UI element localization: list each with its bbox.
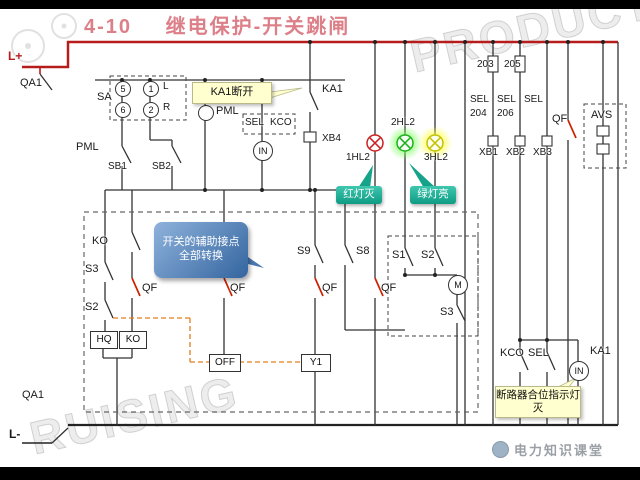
callout-aux-contacts: 开关的辅助接点全部转换: [154, 222, 248, 278]
sa-pos-r: R: [163, 102, 171, 113]
lamp-3HL2-yellow-icon: [418, 126, 452, 160]
positive-rail: [22, 40, 618, 69]
orange-dashed-link: [113, 317, 301, 363]
sa-contact-6: 6: [115, 102, 131, 118]
lamp-3hl2: 3HL2: [424, 152, 448, 163]
avs-dashed-box: [583, 103, 627, 169]
sel-kco-dashed-box: [242, 113, 296, 135]
watermark-product: PRODUCT: [405, 0, 640, 83]
sel-right-3: SEL: [524, 94, 543, 105]
qf-lamp-col: QF: [381, 282, 397, 294]
lamp-2HL2-green-icon: [388, 126, 422, 160]
s8: S8: [356, 245, 370, 257]
red-lamp-callout-pointer: [358, 165, 373, 188]
kco-top: KCO: [270, 117, 292, 128]
brand-logo-icon: [492, 441, 509, 458]
lamp-1HL2-red-icon: [366, 134, 384, 152]
xb2: XB2: [506, 147, 525, 158]
title-code: 4-10: [84, 16, 133, 38]
xb1: XB1: [479, 147, 498, 158]
brand-footer: 电力知识课堂: [492, 440, 604, 459]
s3-left: S3: [85, 263, 99, 275]
off-box: OFF: [209, 354, 241, 372]
sa-contact-2: 2: [143, 102, 159, 118]
sa-dashed-box: [109, 75, 187, 121]
qf-left: QF: [142, 282, 158, 294]
s2-inner: S2: [421, 249, 435, 261]
s3-inner: S3: [440, 306, 454, 318]
sel-right-1: SEL: [470, 94, 489, 105]
ka1-contact-label: KA1: [322, 83, 343, 95]
sel-bottom: SEL: [528, 347, 549, 359]
s1-inner: S1: [392, 249, 406, 261]
callout-red-lamp-off: 红灯灭: [336, 186, 382, 204]
qf-mid: QF: [230, 282, 246, 294]
wire-203: 203: [477, 59, 494, 70]
wire-205: 205: [504, 59, 521, 70]
sa-contact-1: 1: [143, 81, 159, 97]
y1-box: Y1: [301, 354, 331, 372]
kco-bottom: KCO: [500, 347, 524, 359]
lamp-1hl2: 1HL2: [346, 152, 370, 163]
s9: S9: [297, 245, 311, 257]
sb2: SB2: [152, 161, 171, 172]
sa: SA: [97, 91, 112, 103]
callout-breaker-indicator: 断路器合位指示灯灭: [495, 386, 581, 418]
ka1-bottom: KA1: [590, 345, 611, 357]
sa-contact-5: 5: [115, 81, 131, 97]
callout-ka1-open: KA1断开: [192, 82, 272, 104]
ko-contact: KO: [92, 235, 108, 247]
pml-top: PML: [216, 105, 239, 117]
fuse-and-connector-squares: [303, 55, 610, 155]
green-lamp-callout-pointer: [409, 163, 436, 188]
sel-top: SEL: [245, 117, 264, 128]
callout-green-lamp-on: 绿灯亮: [410, 186, 456, 204]
sa-pos-l: L: [163, 81, 169, 92]
letterbox-top: [0, 0, 640, 9]
title-text: 继电保护-开关跳闸: [165, 16, 351, 38]
in-lamp-top: IN: [253, 141, 273, 161]
wiring: [39, 42, 619, 444]
page-title: 4-10 继电保护-开关跳闸: [84, 10, 350, 39]
sel-right-2: SEL: [497, 94, 516, 105]
qa1-bottom: QA1: [22, 389, 45, 401]
sb1: SB1: [108, 161, 127, 172]
xb3: XB3: [533, 147, 552, 158]
pml-device: [198, 105, 214, 121]
motor-m: M: [448, 275, 468, 295]
hq-box: HQ: [90, 331, 118, 349]
watermark-ruising: RUISING: [24, 365, 244, 465]
pml-left: PML: [76, 141, 99, 153]
xb4: XB4: [322, 133, 341, 144]
ko-box: KO: [119, 331, 147, 349]
wire-206: 206: [497, 108, 514, 119]
qf-top-right: QF: [552, 113, 568, 125]
avs: AVS: [591, 109, 613, 121]
ka1-callout-pointer: [269, 87, 303, 99]
in-lamp-bottom: IN: [569, 361, 589, 381]
qa1-top: QA1: [20, 77, 43, 89]
qf-right: QF: [322, 282, 338, 294]
rail-l-minus: L-: [9, 427, 21, 441]
letterbox-bottom: [0, 467, 640, 480]
wire-204: 204: [470, 108, 487, 119]
brand-name: 电力知识课堂: [514, 443, 605, 458]
lamp-2hl2: 2HL2: [391, 117, 415, 128]
s2-left: S2: [85, 301, 99, 313]
aux-contacts-dashed-box: [83, 211, 479, 413]
inner-dashed-box: [387, 235, 479, 337]
